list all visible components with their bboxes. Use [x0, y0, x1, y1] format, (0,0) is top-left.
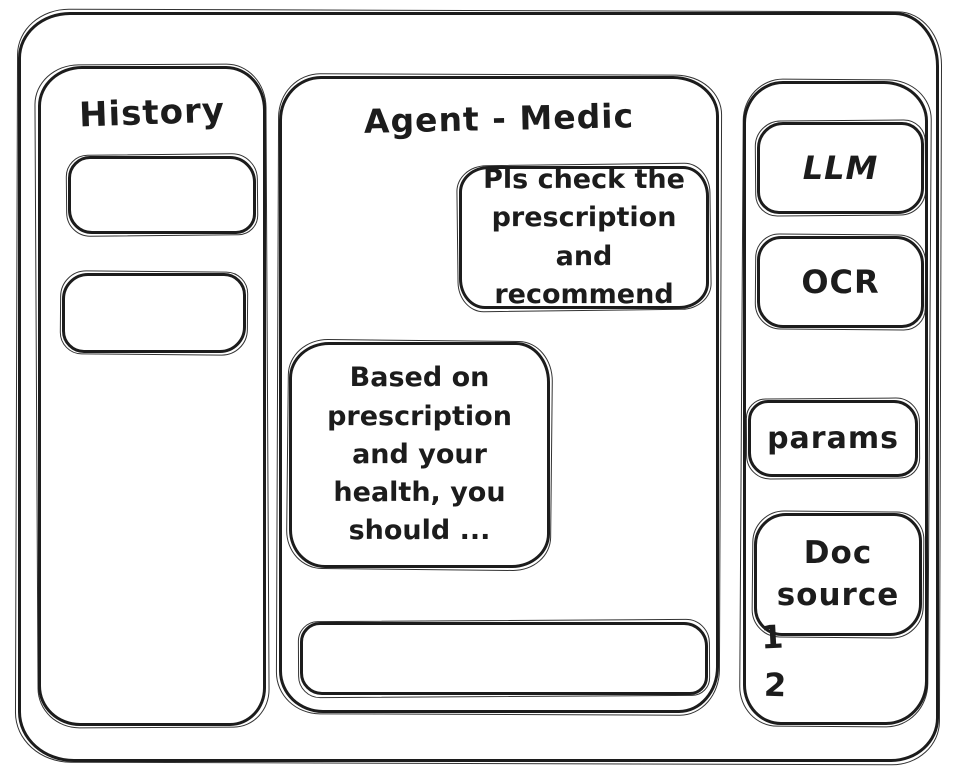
llm-button[interactable]: LLM — [757, 122, 924, 214]
ocr-button[interactable]: OCR — [757, 236, 924, 328]
history-title: History — [78, 90, 226, 136]
history-panel: History — [38, 66, 266, 726]
app-window: History Agent - Medic Pls check the pres… — [18, 12, 939, 762]
params-button-label: params — [767, 421, 899, 456]
chat-panel: Agent - Medic Pls check the prescription… — [279, 76, 719, 713]
doc-source-item-2[interactable]: 2 — [763, 665, 787, 705]
ocr-button-label: OCR — [801, 263, 880, 301]
params-button[interactable]: params — [748, 400, 918, 477]
llm-button-label: LLM — [802, 149, 879, 187]
assistant-message-bubble: Based on prescription and your health, y… — [289, 342, 550, 568]
chat-title: Agent - Medic — [363, 96, 635, 141]
user-message-bubble: Pls check the prescription and recommend — [459, 164, 709, 310]
tools-panel: LLM OCR params Doc source 1 2 — [743, 81, 928, 725]
message-input[interactable] — [313, 629, 695, 688]
assistant-message-text: Based on prescription and your health, y… — [327, 362, 512, 547]
history-item-1[interactable] — [68, 156, 256, 234]
doc-source-item-1[interactable]: 1 — [760, 617, 785, 657]
message-input-box[interactable] — [300, 622, 708, 695]
doc-source-button[interactable]: Doc source — [754, 513, 922, 636]
user-message-text: Pls check the prescription and recommend — [483, 163, 685, 310]
history-item-2[interactable] — [62, 273, 246, 353]
doc-source-button-label: Doc source — [776, 534, 900, 613]
